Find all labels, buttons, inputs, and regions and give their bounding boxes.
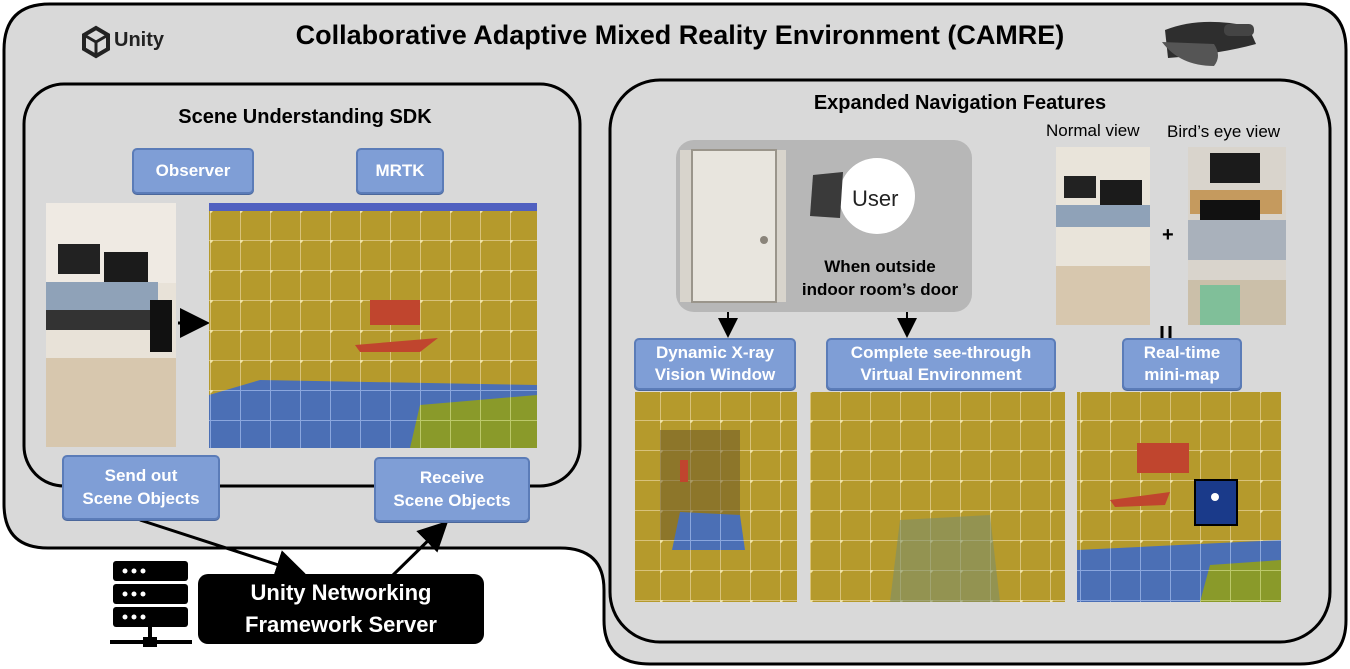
minimap-box: Real-time mini-map — [1122, 338, 1242, 390]
xray-vision-image — [635, 392, 797, 602]
send-out-line2: Scene Objects — [82, 488, 200, 508]
minimap-line2: mini-map — [1144, 365, 1220, 384]
normal-view-photo — [1056, 147, 1150, 325]
send-out-box: Send out Scene Objects — [62, 455, 220, 520]
user-label: User — [852, 186, 899, 211]
unity-label: Unity — [114, 29, 164, 51]
door-caption: When outside indoor room’s door — [794, 256, 966, 302]
normal-view-label: Normal view — [1046, 121, 1140, 140]
xray-line1: Dynamic X-ray — [655, 342, 775, 362]
door-scenario-art — [680, 149, 915, 303]
hololens-headset-icon — [1162, 21, 1256, 66]
send-out-line1: Send out — [104, 466, 178, 486]
scene-sdk-title: Scene Understanding SDK — [178, 106, 432, 128]
minimap-line1: Real-time — [1143, 342, 1221, 362]
xray-line2: Vision Window — [654, 365, 776, 384]
networking-server-box: Unity Networking Framework Server — [198, 574, 484, 644]
plus-sign: + — [1162, 224, 1174, 246]
receive-box: Receive Scene Objects — [374, 457, 530, 522]
see-through-box: Complete see-through Virtual Environment — [826, 338, 1056, 390]
page-title: Collaborative Adaptive Mixed Reality Env… — [295, 20, 1065, 50]
receive-line2: Scene Objects — [393, 490, 511, 510]
unity-logo-icon — [82, 25, 110, 59]
seethrough-line2: Virtual Environment — [860, 365, 1022, 384]
server-rack-icon — [110, 561, 192, 647]
xray-box: Dynamic X-ray Vision Window — [634, 338, 796, 390]
minimap-image — [1077, 392, 1281, 602]
unity-wordmark: Unity — [114, 29, 164, 52]
seethrough-line1: Complete see-through — [850, 342, 1032, 362]
room-photo-left — [46, 203, 176, 447]
server-line1: Unity Networking — [250, 580, 432, 606]
server-line2: Framework Server — [245, 612, 437, 637]
door-line1: When outside — [824, 257, 936, 276]
birds-eye-photo — [1188, 147, 1286, 325]
receive-line1: Receive — [419, 468, 485, 488]
scene-mesh-image — [209, 203, 537, 448]
birds-eye-view-label: Bird’s eye view — [1167, 122, 1281, 141]
mrtk-box: MRTK — [356, 148, 444, 194]
see-through-image — [810, 392, 1065, 602]
nav-features-title: Expanded Navigation Features — [813, 92, 1107, 114]
door-line2: indoor room’s door — [801, 279, 959, 299]
observer-box: Observer — [132, 148, 254, 194]
